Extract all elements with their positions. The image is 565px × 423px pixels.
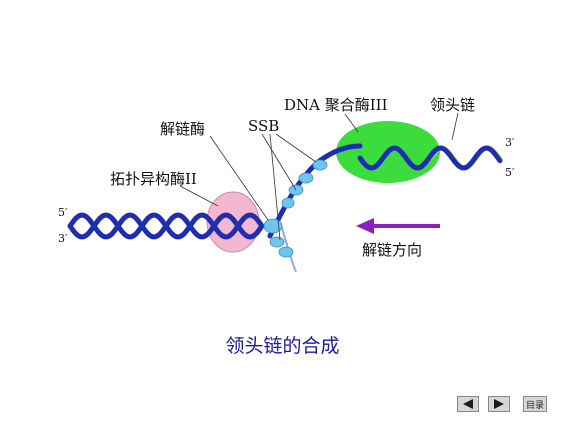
end-label-right-3: 3′: [505, 136, 515, 149]
end-label-left-5: 5′: [58, 206, 68, 219]
ssb-protein: [298, 172, 314, 184]
ssb-protein: [312, 159, 328, 171]
leader-line-leading: [451, 112, 459, 141]
label-helicase: 解链酶: [160, 120, 205, 138]
leader-line-topoisomerase: [179, 185, 219, 207]
figure-caption: 领头链的合成: [225, 335, 340, 357]
end-label-right-5: 5′: [505, 166, 515, 179]
label-ssb: SSB: [248, 117, 279, 135]
end-label-left-3: 3′: [58, 232, 68, 245]
previous-button[interactable]: [457, 396, 479, 412]
leader-line-ssb-2: [269, 133, 281, 241]
helicase-protein: [263, 218, 283, 234]
unwinding-direction-arrow: [356, 218, 440, 234]
ssb-protein: [269, 236, 285, 248]
parental-strand-b: [67, 212, 265, 240]
ssb-protein: [281, 197, 295, 209]
contents-button[interactable]: 目录: [523, 396, 547, 412]
leader-line-polymerase: [344, 113, 359, 133]
label-leading-strand: 领头链: [430, 96, 475, 114]
triangle-left-icon: [463, 399, 473, 409]
label-dna-polymerase-iii: DNA 聚合酶III: [284, 96, 388, 114]
leader-line-ssb-3: [275, 133, 317, 163]
next-button[interactable]: [488, 396, 510, 412]
label-unwinding-direction: 解链方向: [362, 241, 422, 259]
leader-line-ssb-1: [261, 133, 297, 191]
leader-lines: [179, 112, 459, 241]
leading-duplex: [357, 145, 503, 171]
triangle-right-icon: [494, 399, 504, 409]
leading-template-strand: [357, 145, 503, 171]
parental-duplex: [67, 212, 265, 240]
ssb-proteins: [263, 159, 328, 258]
label-topoisomerase-ii: 拓扑异构酶II: [110, 170, 197, 188]
leader-line-helicase: [209, 135, 269, 221]
ssb-protein: [278, 246, 294, 258]
